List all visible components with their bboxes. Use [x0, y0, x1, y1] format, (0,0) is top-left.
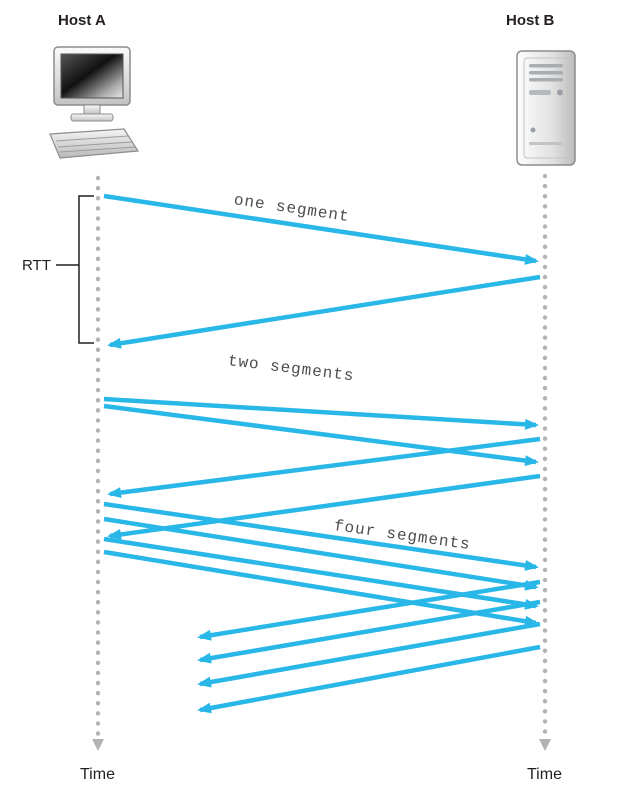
ack-arrow-3d: [197, 644, 541, 714]
time-label-host-b: Time: [527, 766, 562, 783]
ack-arrow-2b: [107, 473, 541, 540]
segment-arrow-1: [103, 193, 539, 265]
segment-arrow-2b: [103, 403, 539, 467]
rtt-bracket: [78, 195, 94, 344]
ack-arrow-1: [107, 274, 541, 349]
ack-arrow-3b: [197, 599, 541, 664]
ack-arrow-3c: [197, 621, 541, 688]
host-a-label: Host A: [58, 12, 106, 29]
segment-arrow-3a: [103, 501, 539, 571]
host-b-server-icon: [516, 50, 576, 166]
host-b-label: Host B: [506, 12, 555, 29]
host-a-computer-icon: [49, 46, 140, 159]
ack-arrow-2a: [107, 436, 541, 499]
segment-arrow-3b: [103, 516, 539, 591]
rtt-label: RTT: [22, 257, 51, 274]
ack-arrow-3a: [197, 579, 541, 641]
segment-arrow-3c: [103, 536, 539, 610]
segment-arrow-3d: [103, 549, 539, 627]
time-label-host-a: Time: [80, 766, 115, 783]
segment-arrow-2a: [103, 396, 539, 430]
